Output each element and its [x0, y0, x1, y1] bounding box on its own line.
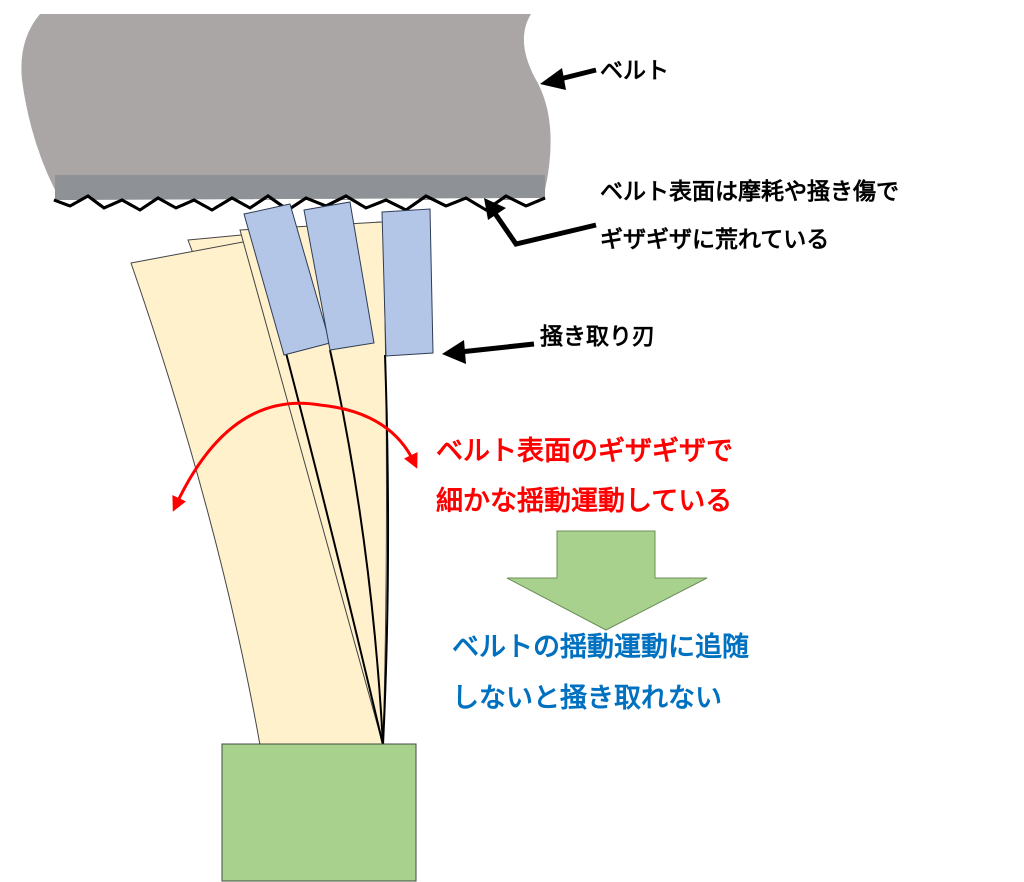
plate-flex-line-2	[329, 349, 384, 746]
arrow-belt	[540, 67, 597, 90]
down-arrow	[506, 530, 708, 631]
arrow-blade	[442, 340, 535, 364]
belt-rough-zone	[55, 175, 545, 200]
label-oscillation-line1: ベルト表面のギザギザで	[436, 436, 733, 467]
label-scraper-blade: 掻き取り刃	[540, 324, 655, 350]
label-result-line1: ベルトの揺動運動に追随	[452, 632, 749, 663]
label-belt-surface-line2: ギザギザに荒れている	[600, 227, 830, 253]
plate-flex-line-3	[382, 354, 390, 746]
belt-surface-mask	[50, 207, 550, 213]
plate-flex-line-1	[279, 329, 384, 746]
label-belt: ベルト	[600, 58, 669, 84]
scraper-blade-2	[303, 201, 375, 351]
scraper-blade-3	[381, 208, 434, 357]
arrow-surface	[484, 198, 597, 247]
label-belt-surface-line1: ベルト表面は摩耗や掻き傷で	[600, 179, 899, 205]
belt	[21, 14, 551, 190]
base-block	[221, 743, 417, 882]
label-oscillation-line2: 細かな揺動運動している	[436, 486, 733, 517]
oscillation-arc	[172, 401, 418, 512]
label-result-line2: しないと掻き取れない	[452, 683, 722, 714]
